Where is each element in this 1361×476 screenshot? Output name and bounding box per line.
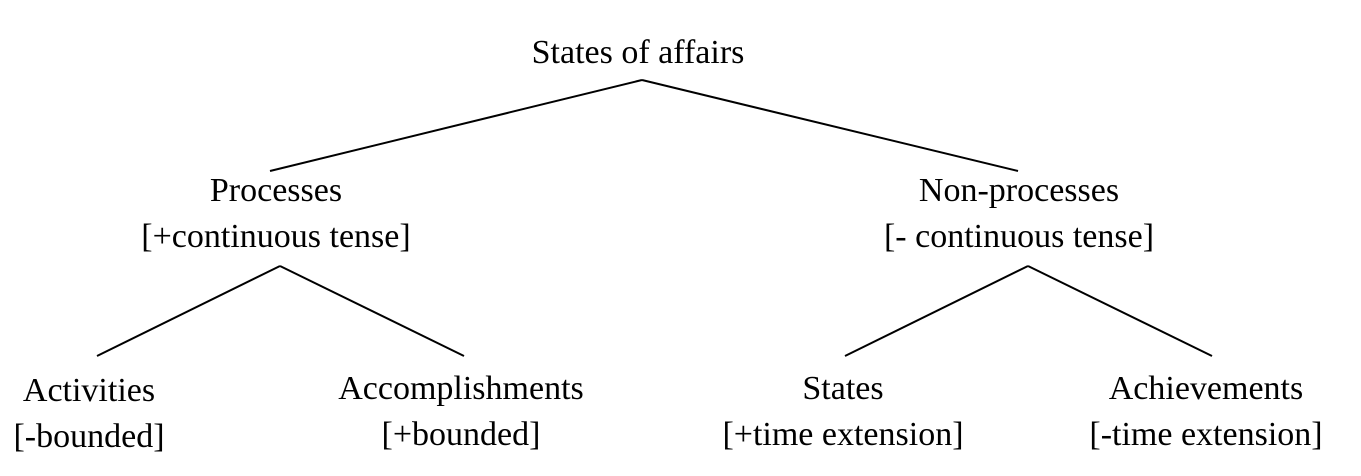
processes-label: Processes — [209, 172, 343, 209]
edge-processes-accomplishments — [279, 265, 465, 357]
achievements-label: Achievements — [1108, 370, 1304, 407]
states-label: States — [802, 370, 884, 407]
non-processes-feature: [- continuous tense] — [883, 218, 1155, 255]
activities-feature: [-bounded] — [13, 418, 165, 455]
accomplishments-label: Accomplishments — [338, 370, 584, 407]
node-processes: Processes [+continuous tense] — [126, 168, 426, 260]
activities-label: Activities — [22, 372, 156, 409]
node-states: States [+time extension] — [703, 366, 983, 458]
accomplishments-feature: [+bounded] — [381, 416, 541, 453]
edge-root-non-processes — [641, 79, 1019, 172]
node-activities: Activities [-bounded] — [0, 368, 178, 460]
processes-feature: [+continuous tense] — [141, 218, 411, 255]
achievements-feature: [-time extension] — [1089, 416, 1323, 453]
edge-processes-activities — [96, 265, 281, 357]
node-root: States of affairs — [438, 30, 838, 76]
edge-non-processes-states — [844, 265, 1029, 357]
node-achievements: Achievements [-time extension] — [1071, 366, 1341, 458]
root-label: States of affairs — [531, 34, 745, 71]
edge-non-processes-achievements — [1027, 265, 1213, 357]
states-feature: [+time extension] — [722, 416, 964, 453]
node-non-processes: Non-processes [- continuous tense] — [864, 168, 1174, 260]
edge-root-processes — [269, 79, 643, 172]
node-accomplishments: Accomplishments [+bounded] — [316, 366, 606, 458]
non-processes-label: Non-processes — [918, 172, 1120, 209]
